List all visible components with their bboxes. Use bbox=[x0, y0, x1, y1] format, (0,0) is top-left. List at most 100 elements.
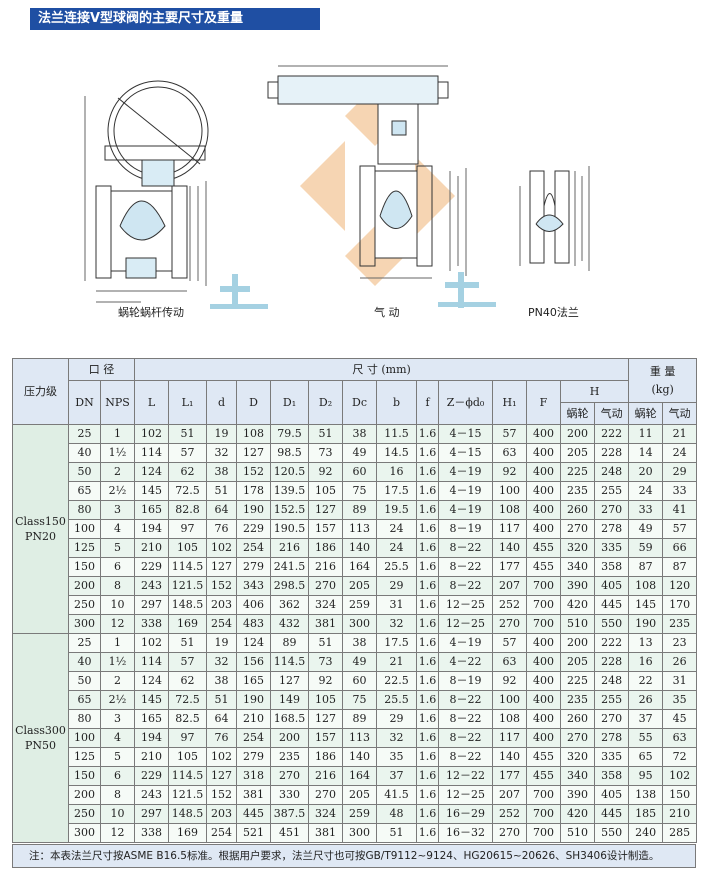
table-cell: 338 bbox=[134, 614, 169, 634]
table-cell: 100 bbox=[68, 519, 101, 539]
table-cell: 124 bbox=[236, 633, 271, 653]
table-cell: 57 bbox=[168, 443, 207, 463]
table-cell: 57 bbox=[168, 652, 207, 672]
table-cell: 270 bbox=[308, 576, 343, 596]
table-cell: 89 bbox=[342, 500, 377, 520]
header-col: L₁ bbox=[168, 380, 207, 425]
table-cell: 16－32 bbox=[438, 823, 493, 843]
table-cell: 278 bbox=[593, 519, 630, 539]
header-dims: 尺 寸 (mm) bbox=[133, 358, 630, 381]
table-cell: 405 bbox=[593, 576, 630, 596]
table-cell: 194 bbox=[134, 728, 169, 748]
table-cell: 102 bbox=[134, 424, 169, 444]
table-cell: 343 bbox=[236, 576, 271, 596]
table-cell: 41 bbox=[662, 500, 698, 520]
table-cell: 270 bbox=[560, 728, 595, 748]
table-cell: 49 bbox=[342, 443, 377, 463]
caption-pneumatic: 气 动 bbox=[374, 306, 400, 319]
table-cell: 235 bbox=[662, 614, 698, 634]
header-col: F bbox=[526, 380, 561, 425]
pressure-class-label: Class150 bbox=[15, 515, 66, 528]
header-weight-unit: (kg) bbox=[651, 382, 674, 396]
table-cell: 2½ bbox=[100, 690, 135, 710]
table-cell: 177 bbox=[492, 557, 527, 577]
table-cell: 37 bbox=[376, 766, 417, 786]
table-cell: 2½ bbox=[100, 481, 135, 501]
table-cell: 11 bbox=[628, 424, 664, 444]
table-cell: 12－25 bbox=[438, 595, 493, 615]
table-cell: 455 bbox=[526, 538, 561, 558]
table-cell: 35 bbox=[376, 747, 417, 767]
table-cell: 140 bbox=[492, 747, 527, 767]
table-cell: 250 bbox=[68, 595, 101, 615]
table-cell: 12 bbox=[100, 614, 135, 634]
header-nps: NPS bbox=[100, 380, 135, 425]
table-cell: 157 bbox=[308, 519, 343, 539]
table-cell: 445 bbox=[593, 595, 630, 615]
table-cell: 114.5 bbox=[270, 652, 309, 672]
table-cell: 248 bbox=[593, 671, 630, 691]
table-cell: 405 bbox=[593, 785, 630, 805]
table-cell: 75 bbox=[342, 481, 377, 501]
table-cell: 165 bbox=[134, 500, 169, 520]
table-cell: 270 bbox=[308, 785, 343, 805]
table-cell: 4－19 bbox=[438, 500, 493, 520]
table-cell: 62 bbox=[168, 462, 207, 482]
table-cell: 358 bbox=[593, 766, 630, 786]
table-cell: 194 bbox=[134, 519, 169, 539]
table-cell: 228 bbox=[593, 443, 630, 463]
header-col: H₁ bbox=[492, 380, 527, 425]
table-cell: 186 bbox=[308, 747, 343, 767]
table-cell: 1½ bbox=[100, 652, 135, 672]
table-cell: 10 bbox=[100, 804, 135, 824]
table-cell: 390 bbox=[560, 576, 595, 596]
table-cell: 22.5 bbox=[376, 671, 417, 691]
table-cell: 190 bbox=[628, 614, 664, 634]
table-cell: 26 bbox=[628, 690, 664, 710]
table-cell: 152 bbox=[206, 576, 237, 596]
header-col: D₂ bbox=[308, 380, 343, 425]
table-cell: 89 bbox=[342, 709, 377, 729]
table-cell: 1.6 bbox=[416, 652, 439, 672]
table-cell: 8－22 bbox=[438, 557, 493, 577]
table-cell: 210 bbox=[662, 804, 698, 824]
table-cell: 210 bbox=[236, 709, 271, 729]
table-cell: 4 bbox=[100, 519, 135, 539]
table-cell: 24 bbox=[662, 443, 698, 463]
table-cell: 138 bbox=[628, 785, 664, 805]
table-cell: 210 bbox=[134, 538, 169, 558]
worm-gear-valve-drawing bbox=[84, 80, 209, 303]
table-cell: 1.6 bbox=[416, 519, 439, 539]
table-cell: 10 bbox=[100, 595, 135, 615]
table-cell: 8－22 bbox=[438, 709, 493, 729]
table-cell: 4－22 bbox=[438, 652, 493, 672]
table-cell: 150 bbox=[68, 766, 101, 786]
table-cell: 108 bbox=[236, 424, 271, 444]
table-cell: 255 bbox=[593, 481, 630, 501]
table-cell: 16－29 bbox=[438, 804, 493, 824]
table-cell: 29 bbox=[376, 576, 417, 596]
header-h: H bbox=[559, 380, 630, 403]
table-cell: 190.5 bbox=[270, 519, 309, 539]
table-cell: 210 bbox=[134, 747, 169, 767]
table-cell: 1.6 bbox=[416, 424, 439, 444]
table-cell: 4－19 bbox=[438, 481, 493, 501]
table-cell: 87 bbox=[662, 557, 698, 577]
table-cell: 98.5 bbox=[270, 443, 309, 463]
header-h-worm: 蜗轮 bbox=[560, 402, 595, 425]
table-cell: 73 bbox=[308, 443, 343, 463]
header-col: Dc bbox=[342, 380, 377, 425]
table-cell: 114.5 bbox=[168, 557, 207, 577]
table-cell: 24 bbox=[376, 538, 417, 558]
table-cell: 108 bbox=[628, 576, 664, 596]
table-cell: 381 bbox=[308, 823, 343, 843]
table-cell: 152 bbox=[206, 785, 237, 805]
table-cell: 51 bbox=[308, 424, 343, 444]
table-cell: 148.5 bbox=[168, 595, 207, 615]
table-cell: 51 bbox=[206, 690, 237, 710]
table-cell: 521 bbox=[236, 823, 271, 843]
table-cell: 29 bbox=[376, 709, 417, 729]
